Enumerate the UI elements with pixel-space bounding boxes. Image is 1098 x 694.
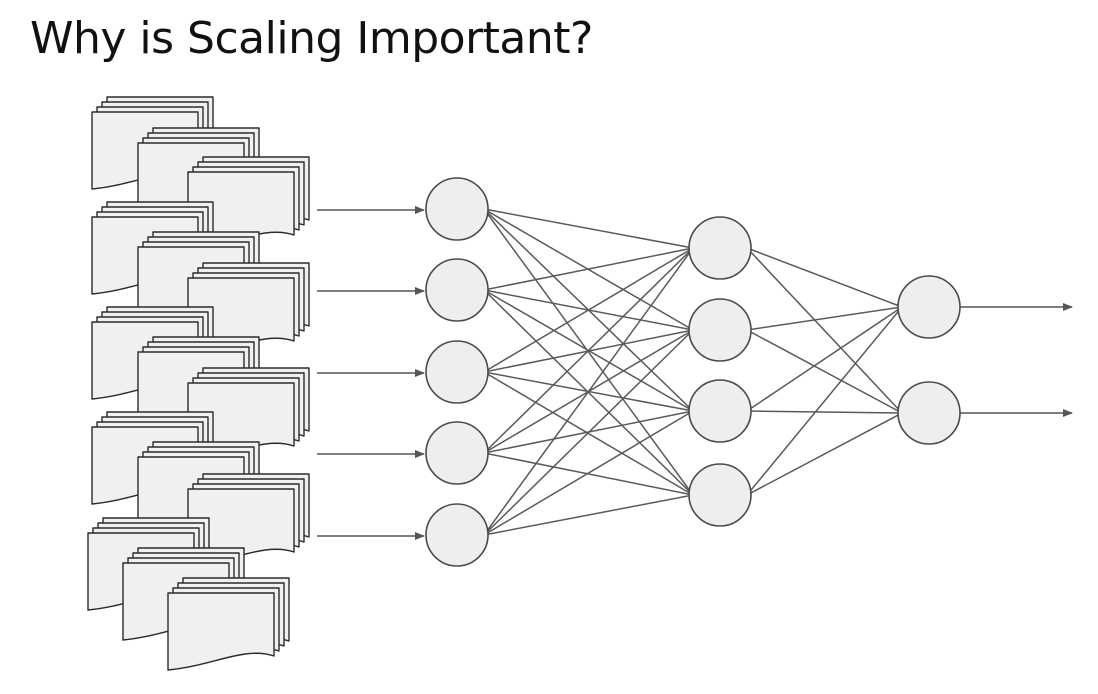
- connection-line: [746, 306, 903, 331]
- output-node: [897, 275, 961, 339]
- document-stack: [187, 156, 310, 250]
- connection-line: [483, 247, 694, 291]
- hidden-node: [688, 216, 752, 280]
- connection-line: [746, 410, 903, 414]
- connection-line: [746, 247, 903, 308]
- connection-line: [746, 412, 903, 496]
- input-node: [425, 340, 489, 404]
- input-node: [425, 177, 489, 241]
- network-connections: [483, 208, 903, 536]
- connection-line: [483, 494, 694, 536]
- network-nodes: [425, 177, 961, 567]
- connection-line: [483, 208, 694, 496]
- document-stack: [187, 262, 310, 356]
- connection-line: [746, 306, 903, 412]
- connection-line: [746, 306, 903, 496]
- hidden-node: [688, 379, 752, 443]
- output-node: [897, 381, 961, 445]
- connection-line: [483, 452, 694, 496]
- hidden-node: [688, 463, 752, 527]
- slide-title: Why is Scaling Important?: [30, 13, 593, 64]
- connection-line: [483, 329, 694, 536]
- connection-line: [746, 329, 903, 414]
- input-node: [425, 421, 489, 485]
- document-collection: [87, 96, 310, 671]
- document-stack: [167, 577, 290, 671]
- connection-line: [483, 247, 694, 454]
- input-node: [425, 503, 489, 567]
- connection-line: [746, 247, 903, 414]
- document-sheet: [167, 592, 275, 671]
- hidden-node: [688, 298, 752, 362]
- connection-line: [483, 410, 694, 536]
- connection-line: [483, 247, 694, 373]
- document-stack: [187, 367, 310, 461]
- io-arrows: [317, 206, 1073, 540]
- connection-line: [483, 247, 694, 536]
- input-node: [425, 258, 489, 322]
- connection-line: [483, 208, 694, 249]
- document-stack: [187, 473, 310, 567]
